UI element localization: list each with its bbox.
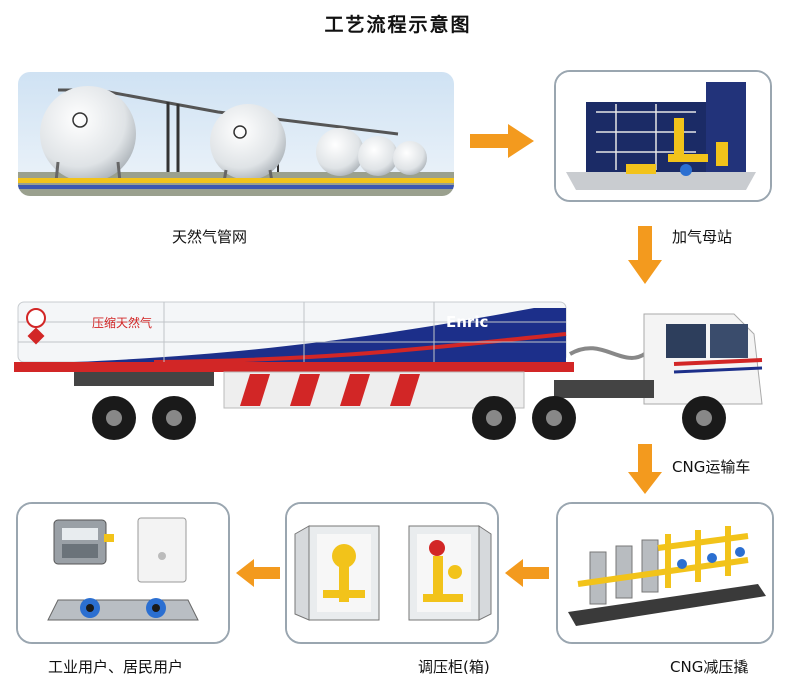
pipeline-network-illustration bbox=[18, 72, 454, 196]
arrow-down-icon bbox=[628, 226, 662, 284]
diagram-title: 工艺流程示意图 bbox=[324, 14, 472, 36]
panel-regulator-cabinet bbox=[285, 502, 499, 644]
arrow-down-icon bbox=[628, 444, 662, 494]
label-cng-transport: CNG运输车 bbox=[672, 458, 751, 476]
panel-mother-station bbox=[554, 70, 772, 202]
truck-cargo-text: 压缩天然气 bbox=[92, 315, 152, 330]
mother-station-illustration bbox=[556, 72, 770, 200]
decompression-skid-illustration bbox=[558, 504, 772, 642]
label-decompression-skid: CNG减压撬 bbox=[670, 658, 749, 676]
arrow-right-icon bbox=[470, 124, 534, 158]
panel-end-users bbox=[16, 502, 230, 644]
label-regulator-cabinet: 调压柜(箱) bbox=[418, 658, 490, 676]
regulator-cabinet-illustration bbox=[287, 504, 497, 642]
label-mother-station: 加气母站 bbox=[672, 228, 733, 246]
panel-decompression-skid bbox=[556, 502, 774, 644]
label-pipeline-network: 天然气管网 bbox=[172, 228, 248, 246]
panel-pipeline-network bbox=[18, 72, 454, 196]
arrow-left-icon bbox=[236, 559, 280, 587]
cng-truck-illustration: 压缩天然气 Enric bbox=[14, 294, 782, 444]
label-end-users: 工业用户、居民用户 bbox=[48, 658, 184, 676]
arrow-left-icon bbox=[505, 559, 549, 587]
truck-brand-logo: Enric bbox=[446, 313, 488, 331]
end-users-illustration bbox=[18, 504, 228, 642]
